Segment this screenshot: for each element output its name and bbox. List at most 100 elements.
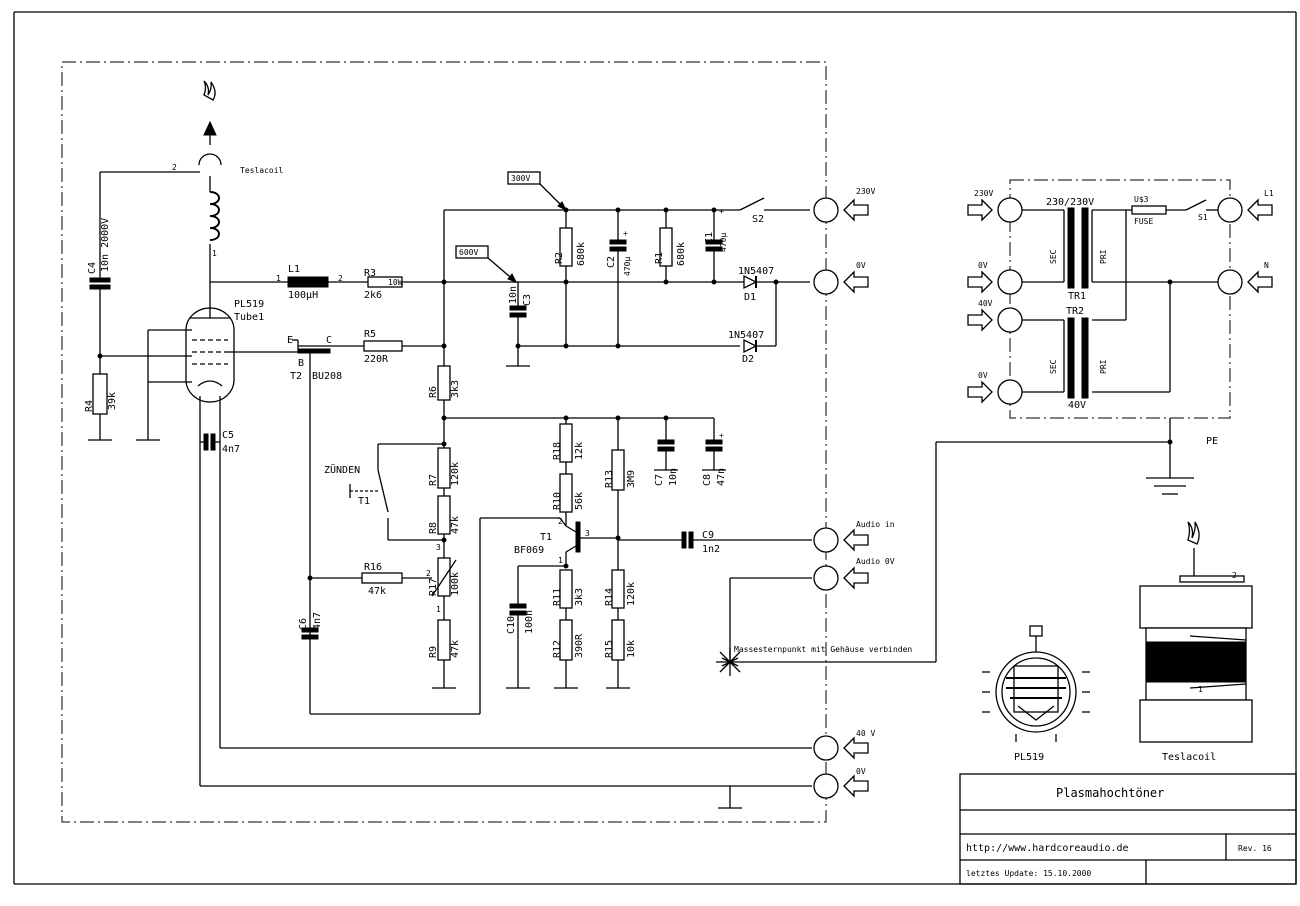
r2-value: 680k — [576, 242, 587, 266]
conn-audio-in-label: Audio in — [856, 520, 895, 529]
tr1-sec: SEC — [1049, 249, 1058, 264]
c2-capacitor: + C2 470µ — [606, 207, 632, 349]
connector-audio-0v[interactable]: Audio 0V — [813, 557, 895, 591]
c4-r4-branch: C4 10n 2000V R4 39k — [84, 171, 200, 441]
c7-value: 10n — [668, 468, 679, 486]
c7-c8: + C7 10n C8 47n — [654, 415, 727, 486]
rail-300v: S2 — [441, 197, 810, 366]
psu-section: 230V 0V 40V 0V L1 N 230/230V TR1 SEC PRI… — [967, 189, 1274, 495]
connector-0v-bottom[interactable]: 0V — [813, 767, 869, 799]
r4-value: 39k — [107, 392, 118, 410]
r17-pin3: 3 — [436, 543, 441, 552]
psu-230v-label: 230V — [974, 189, 993, 198]
l1-value: 100µH — [288, 290, 318, 301]
r1-label: R1 — [654, 252, 665, 264]
r17-pin1: 1 — [436, 605, 441, 614]
r10-value: 56k — [574, 492, 585, 510]
psu-boundary — [1009, 179, 1231, 419]
tesla-coil-drawing: 2 1 Teslacoil — [1139, 521, 1253, 763]
test-point-600v: 600V — [455, 245, 518, 283]
tr2-pri: PRI — [1099, 359, 1108, 374]
svg-text:+: + — [719, 431, 724, 440]
tube-name: Tube1 — [234, 312, 264, 323]
r8-label: R8 — [428, 522, 439, 534]
tr1-label: TR1 — [1068, 291, 1086, 302]
title-url: http://www.hardcoreaudio.de — [966, 843, 1129, 854]
test-point-300v: 300V — [507, 171, 568, 212]
ground-note: Massesternpunkt mit Gehäuse verbinden — [734, 645, 912, 654]
c6-label: C6 — [298, 618, 309, 630]
r3-value: 2k6 — [364, 290, 382, 301]
r15-value: 10k — [626, 640, 637, 658]
tr1-pri: PRI — [1099, 249, 1108, 264]
c6-value: 4n7 — [312, 612, 323, 630]
r10-label: R10 — [552, 492, 563, 510]
d2-diode: 1N5407 D2 — [728, 279, 779, 365]
c8-value: 47n — [716, 468, 727, 486]
c3-label: C3 — [522, 294, 533, 306]
r1-value: 680k — [676, 242, 687, 266]
d1-diode: 1N5407 D1 — [738, 266, 774, 303]
r14-value: 120k — [626, 582, 637, 606]
zuenden-label: ZÜNDEN — [324, 463, 360, 476]
r12-value: 390R — [574, 633, 585, 658]
c3-value: 10n — [508, 286, 519, 304]
l1-pin1: 1 — [276, 274, 281, 283]
d1-value: 1N5407 — [738, 266, 774, 277]
r16-label: R16 — [364, 562, 382, 573]
c5-value: 4n7 — [222, 444, 240, 455]
tesla-label: Teslacoil — [240, 166, 284, 175]
title-text: Plasmahochtöner — [1056, 786, 1164, 800]
connector-40v[interactable]: 40 V — [813, 729, 875, 761]
psu-n-label: N — [1264, 261, 1269, 270]
connector-0v[interactable]: 0V — [813, 261, 869, 295]
pe-label: PE — [1206, 436, 1218, 447]
r7-label: R7 — [428, 474, 439, 486]
connector-230v[interactable]: 230V — [813, 187, 875, 223]
c4-label: C4 — [87, 262, 98, 274]
anode-line: L1 100µH 1 2 R3 2k6 10W — [210, 264, 810, 301]
r3-watts: 10W — [388, 278, 403, 287]
c9-label: C9 — [702, 530, 714, 541]
coil-pin2: 2 — [1232, 571, 1237, 580]
divider-chain: R7 120k R8 47k R17 100k 3 2 1 R9 47k — [426, 418, 461, 689]
r6-value: 3k3 — [450, 380, 461, 398]
tesla-coil-symbol: Teslacoil 2 1 — [172, 80, 284, 282]
tp300-text: 300V — [511, 174, 530, 183]
fuse-rating: U$3 — [1134, 195, 1149, 204]
psu-0v-label: 0V — [978, 261, 988, 270]
c4-value: 10n 2000V — [100, 218, 111, 272]
tr2-label: TR2 — [1066, 306, 1084, 317]
l1-pin2: 2 — [338, 274, 343, 283]
r1-resistor: R1 680k — [654, 207, 687, 285]
r5-value: 220R — [364, 354, 389, 365]
tesla-pin2: 2 — [172, 163, 177, 172]
conn-40v-label: 40 V — [856, 729, 875, 738]
t2-label: T2 — [290, 371, 302, 382]
t2-c: C — [326, 335, 332, 346]
r2-resistor: R2 680k — [554, 207, 587, 349]
c1-capacitor: + C1 470µ — [704, 207, 728, 285]
d2-value: 1N5407 — [728, 330, 764, 341]
r17-value: 100k — [450, 572, 461, 596]
c1-value: 470µ — [719, 233, 728, 252]
r18-label: R18 — [552, 442, 563, 460]
sheet-frame — [13, 11, 1297, 885]
r5-label: R5 — [364, 329, 376, 340]
r13-label: R13 — [604, 470, 615, 488]
c8-label: C8 — [702, 474, 713, 486]
r8-value: 47k — [450, 516, 461, 534]
svg-text:+: + — [623, 229, 628, 238]
psu-0v-b-label: 0V — [978, 371, 988, 380]
connector-audio-in[interactable]: Audio in — [813, 520, 895, 553]
c9-audio-coupling: C9 1n2 Massesternpunkt mit Gehäuse verbi… — [618, 441, 1170, 676]
r12-label: R12 — [552, 640, 563, 658]
c2-value: 470µ — [623, 257, 632, 276]
tesla-pin1: 1 — [212, 249, 217, 258]
t2-e: E — [287, 335, 293, 346]
r16-c6: R16 47k C6 4n7 — [298, 517, 560, 715]
r16-value: 47k — [368, 586, 386, 597]
tp600-text: 600V — [459, 248, 478, 257]
d1-label: D1 — [744, 292, 756, 303]
tr2-sec: SEC — [1049, 359, 1058, 374]
